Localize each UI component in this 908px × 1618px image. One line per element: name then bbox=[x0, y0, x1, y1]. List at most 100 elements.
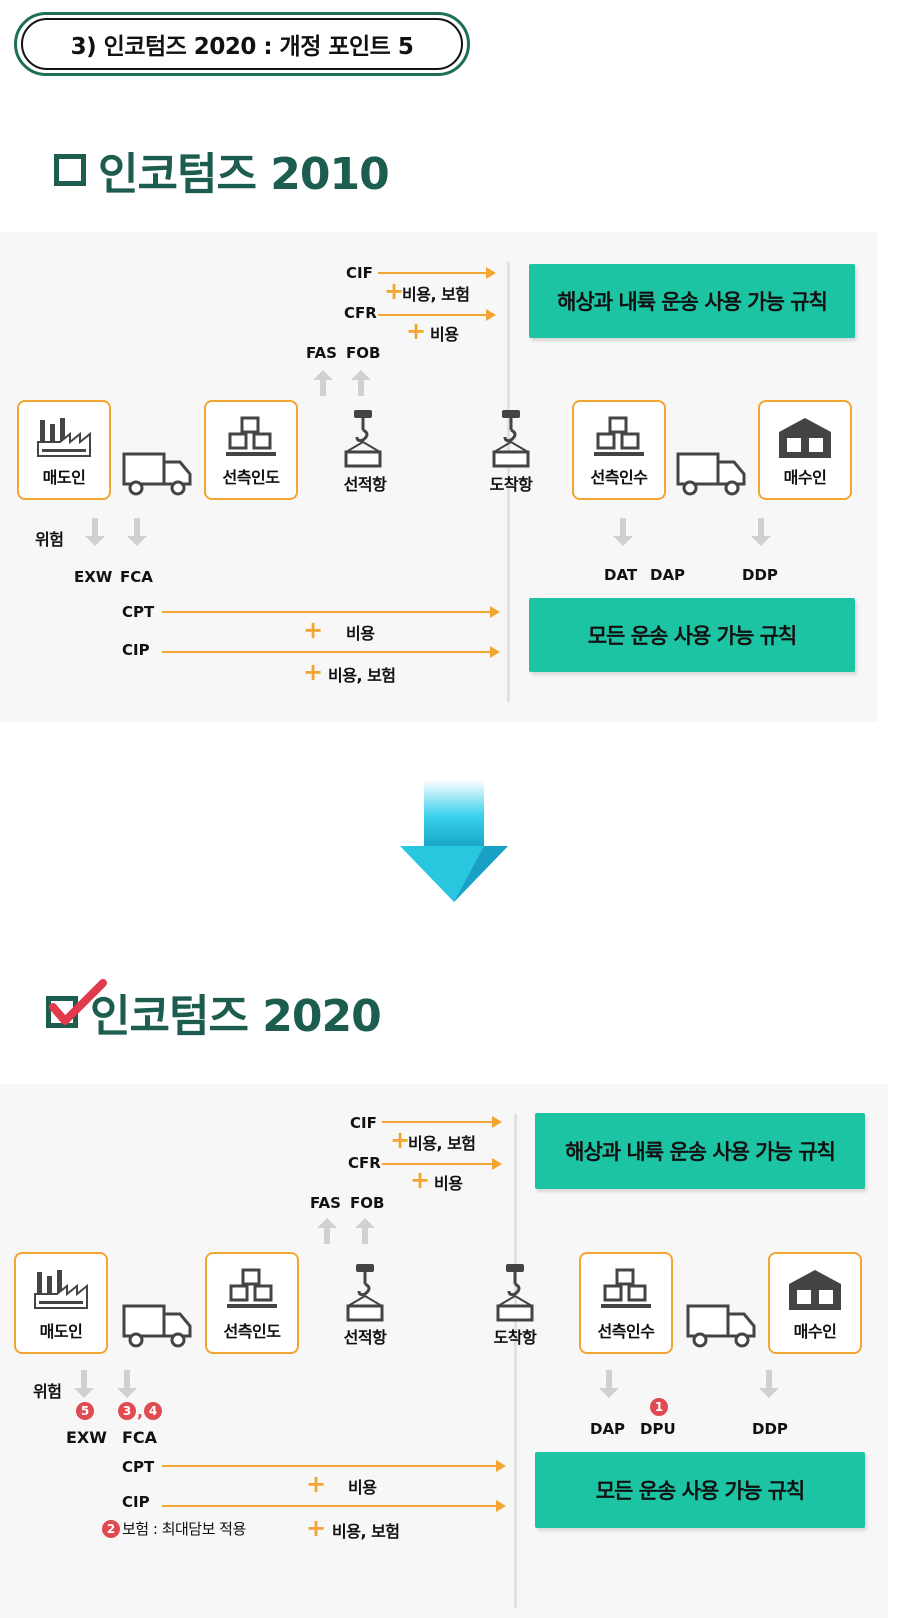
node-ship-side-delivery-2020-label: 선측인도 bbox=[223, 1322, 281, 1341]
node-ship-side-receipt: 선측인수 bbox=[572, 400, 666, 500]
crane-hook-icon bbox=[344, 410, 382, 468]
cfr-note-2020: 비용 bbox=[434, 1174, 463, 1193]
node-loading-port-2020-label: 선적항 bbox=[343, 1328, 387, 1347]
cip-note-2020: 비용, 보험 bbox=[332, 1522, 400, 1541]
node-seller: 매도인 bbox=[17, 400, 111, 500]
truck-icon bbox=[122, 1304, 192, 1348]
badge-5: 5 bbox=[76, 1402, 94, 1420]
risk-label-2020: 위험 bbox=[33, 1382, 62, 1401]
boxes-icon bbox=[226, 416, 276, 456]
truck-icon bbox=[122, 452, 192, 496]
cfr-note: 비용 bbox=[430, 325, 459, 344]
term-cip: CIP bbox=[122, 641, 150, 659]
term-ddp-2020: DDP bbox=[752, 1420, 788, 1438]
term-fca: FCA bbox=[120, 568, 153, 586]
node-buyer-label: 매수인 bbox=[783, 468, 827, 487]
factory-icon bbox=[37, 418, 91, 457]
badge-4: 4 bbox=[144, 1402, 162, 1420]
crane-hook-icon bbox=[496, 1264, 534, 1322]
plus-icon: + bbox=[303, 658, 324, 686]
node-buyer-2020: 매수인 bbox=[768, 1252, 862, 1354]
factory-icon bbox=[34, 1270, 88, 1309]
up-arrow-icon bbox=[313, 370, 333, 396]
down-arrow-icon bbox=[400, 780, 508, 902]
cif-note-2020: 비용, 보험 bbox=[408, 1134, 476, 1153]
node-ship-side-receipt-label: 선측인수 bbox=[590, 468, 648, 487]
plus-icon: + bbox=[390, 1126, 411, 1154]
node-seller-2020: 매도인 bbox=[14, 1252, 108, 1354]
cpt-arrow bbox=[162, 606, 500, 618]
term-fas: FAS bbox=[306, 344, 337, 362]
cif-note: 비용, 보험 bbox=[402, 285, 470, 304]
node-arrival-port-2020-label: 도착항 bbox=[493, 1328, 537, 1347]
boxes-icon bbox=[227, 1268, 277, 1308]
down-arrow-small-icon bbox=[599, 1370, 619, 1398]
up-arrow-icon bbox=[317, 1218, 337, 1244]
empty-checkbox-icon bbox=[54, 154, 86, 186]
checkmark-icon bbox=[49, 979, 107, 1025]
header-pill: 3) 인코텀즈 2020 : 개정 포인트 5 bbox=[14, 12, 470, 76]
plus-icon: + bbox=[306, 1514, 327, 1542]
crane-hook-icon bbox=[346, 1264, 384, 1322]
node-ship-side-delivery: 선측인도 bbox=[204, 400, 298, 500]
term-exw: EXW bbox=[74, 568, 113, 586]
crane-hook-icon bbox=[492, 410, 530, 468]
boxes-icon bbox=[594, 416, 644, 456]
cip-arrow bbox=[162, 646, 500, 658]
plus-icon: + bbox=[306, 1470, 327, 1498]
node-buyer-2020-label: 매수인 bbox=[793, 1322, 837, 1341]
section-title-2020-text: 인코텀즈 2020 bbox=[90, 991, 382, 1042]
down-arrow-small-icon bbox=[74, 1370, 94, 1398]
warehouse-icon bbox=[789, 1270, 841, 1310]
boxes-icon bbox=[601, 1268, 651, 1308]
node-seller-2020-label: 매도인 bbox=[39, 1322, 83, 1341]
cif-arrow-2020 bbox=[382, 1116, 502, 1128]
plus-icon: + bbox=[303, 616, 324, 644]
down-arrow-small-icon bbox=[85, 518, 105, 546]
truck-icon bbox=[686, 1304, 756, 1348]
node-arrival-port-label: 도착항 bbox=[489, 475, 533, 494]
cip-note: 비용, 보험 bbox=[328, 666, 396, 685]
term-dat: DAT bbox=[604, 566, 638, 584]
term-fob-2020: FOB bbox=[350, 1194, 385, 1212]
term-dap: DAP bbox=[650, 566, 686, 584]
term-dap-2020: DAP bbox=[590, 1420, 626, 1438]
term-cip-2020: CIP bbox=[122, 1493, 150, 1511]
all-rules-box-2020: 모든 운송 사용 가능 규칙 bbox=[535, 1452, 865, 1528]
header-title: 3) 인코텀즈 2020 : 개정 포인트 5 bbox=[21, 18, 463, 70]
down-arrow-small-icon bbox=[759, 1370, 779, 1398]
section-title-2020: 인코텀즈 2020 bbox=[46, 979, 382, 1044]
term-cif-2020: CIF bbox=[350, 1114, 377, 1132]
node-ship-side-receipt-2020-label: 선측인수 bbox=[597, 1322, 655, 1341]
cfr-arrow bbox=[378, 309, 496, 321]
plus-icon: + bbox=[406, 317, 427, 345]
term-fca-2020: FCA bbox=[122, 1428, 158, 1447]
cfr-arrow-2020 bbox=[382, 1158, 502, 1170]
node-ship-side-receipt-2020: 선측인수 bbox=[579, 1252, 673, 1354]
term-fob: FOB bbox=[346, 344, 381, 362]
section-title-2010: 인코텀즈 2010 bbox=[54, 138, 390, 202]
sea-rules-box-2020: 해상과 내륙 운송 사용 가능 규칙 bbox=[535, 1113, 865, 1189]
term-cfr-2020: CFR bbox=[348, 1154, 381, 1172]
term-fas-2020: FAS bbox=[310, 1194, 341, 1212]
badge-separator: , bbox=[137, 1402, 143, 1421]
cip-insurance-note: 보험 : 최대담보 적용 bbox=[122, 1520, 246, 1538]
truck-icon bbox=[676, 452, 746, 496]
term-cpt-2020: CPT bbox=[122, 1458, 155, 1476]
down-arrow-small-icon bbox=[127, 518, 147, 546]
warehouse-icon bbox=[779, 418, 831, 458]
badge-3: 3 bbox=[118, 1402, 136, 1420]
term-exw-2020: EXW bbox=[66, 1428, 107, 1447]
cif-arrow bbox=[378, 267, 496, 279]
cpt-note-2020: 비용 bbox=[348, 1478, 377, 1497]
down-arrow-small-icon bbox=[117, 1370, 137, 1398]
plus-icon: + bbox=[384, 277, 405, 305]
term-cfr: CFR bbox=[344, 304, 377, 322]
node-ship-side-delivery-label: 선측인도 bbox=[222, 468, 280, 487]
down-arrow-small-icon bbox=[613, 518, 633, 546]
term-dpu-2020: DPU bbox=[640, 1420, 676, 1438]
section-title-2010-text: 인코텀즈 2010 bbox=[98, 149, 390, 200]
cpt-arrow-2020 bbox=[162, 1460, 506, 1472]
badge-2: 2 bbox=[102, 1520, 120, 1538]
sea-rules-box: 해상과 내륙 운송 사용 가능 규칙 bbox=[529, 264, 855, 338]
